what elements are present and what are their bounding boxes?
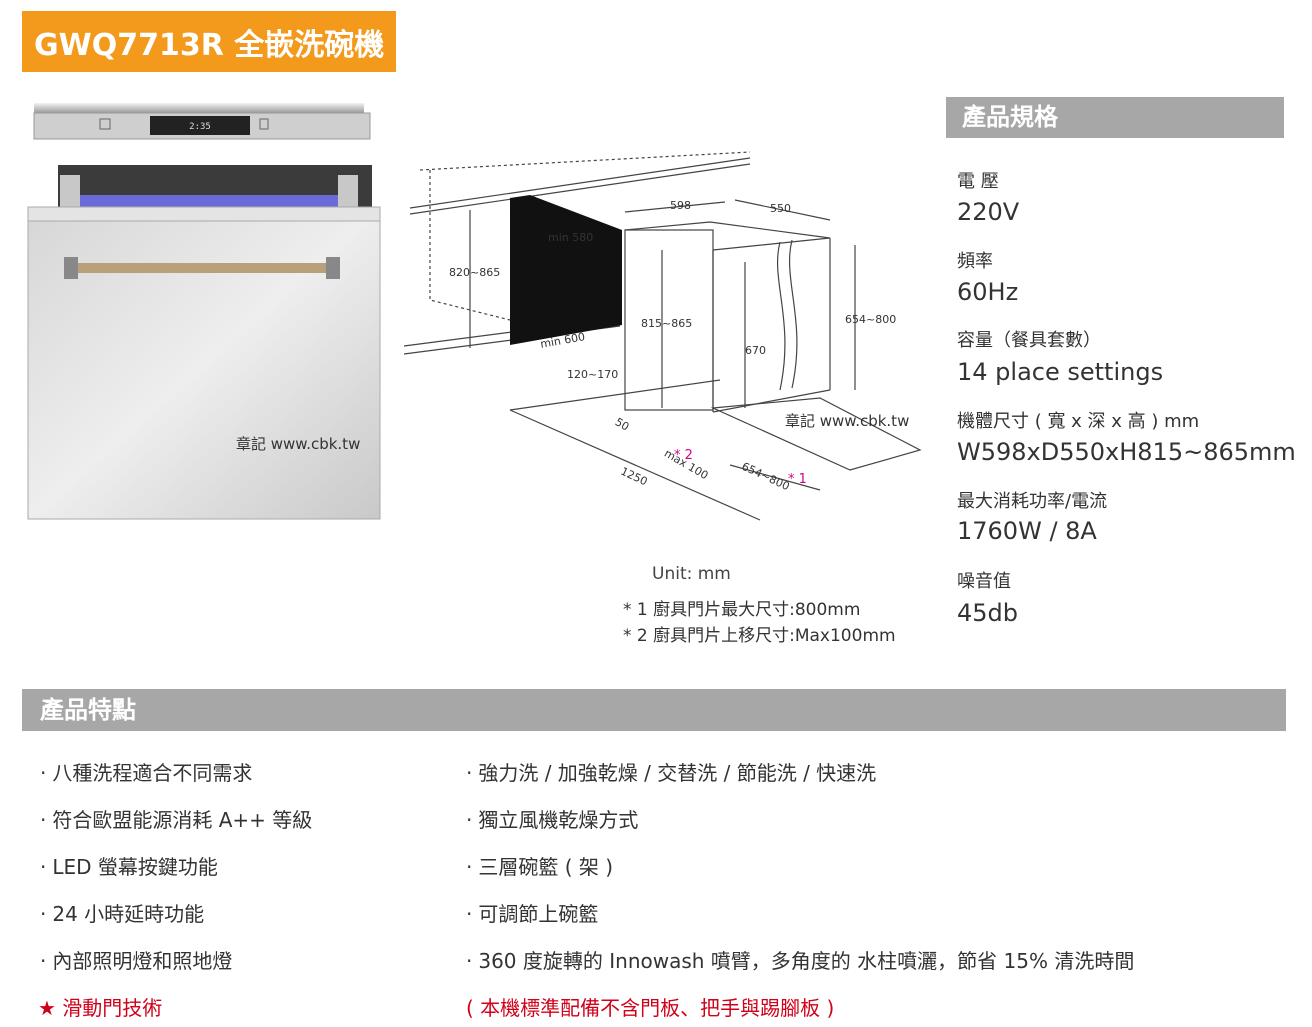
feature-sliding-door: ★ 滑動門技術	[38, 996, 163, 1020]
spec-label-noise: 噪音值	[957, 571, 1011, 592]
page-title: GWQ7713R 全嵌洗碗機	[22, 11, 397, 72]
dim-598: 598	[670, 199, 691, 212]
spec-label-power: 最大消耗功率/電流	[957, 491, 1108, 512]
feature-right-4: ·可調節上碗籃	[466, 902, 599, 926]
feature-right-1: ·強力洗 / 加強乾燥 / 交替洗 / 節能洗 / 快速洗	[466, 761, 877, 785]
spec-label-frequency: 頻率	[957, 251, 993, 272]
unit-label: Unit: mm	[652, 564, 731, 584]
feature-left-4: ·24 小時延時功能	[40, 902, 205, 926]
footnote-2: * 2 廚具門片上移尺寸:Max100mm	[623, 626, 896, 646]
features-heading: 產品特點	[22, 689, 1286, 731]
dim-min580: min 580	[548, 231, 594, 244]
dim-815-865: 815~865	[641, 317, 693, 330]
dim-654-800-vertical: 654~800	[845, 313, 897, 326]
spec-value-power: 1760W / 8A	[957, 517, 1097, 545]
specs-heading: 產品規格	[946, 97, 1284, 138]
spec-label-voltage: 電 壓	[957, 171, 999, 192]
watermark-right: 章記 www.cbk.tw	[785, 412, 910, 430]
spec-value-frequency: 60Hz	[957, 278, 1019, 306]
footnote-1: * 1 廚具門片最大尺寸:800mm	[623, 600, 861, 620]
dim-550: 550	[770, 202, 791, 215]
dim-670: 670	[745, 344, 766, 357]
feature-right-5: ·360 度旋轉的 Innowash 噴臂，多角度的 水柱噴灑，節省 15% 清…	[466, 949, 1135, 973]
feature-left-3: ·LED 螢幕按鍵功能	[40, 855, 218, 879]
watermark-left: 章記 www.cbk.tw	[236, 435, 361, 453]
footnote-marker-2: * 2	[674, 448, 693, 463]
feature-left-1: ·八種洗程適合不同需求	[40, 761, 253, 785]
feature-left-2: ·符合歐盟能源消耗 A++ 等級	[40, 808, 313, 832]
spec-value-capacity: 14 place settings	[957, 358, 1164, 386]
footnote-marker-1: * 1	[788, 472, 807, 487]
feature-right-2: ·獨立風機乾燥方式	[466, 808, 639, 832]
dim-120-170: 120~170	[567, 368, 619, 381]
display-time: 2:35	[189, 122, 211, 132]
installation-diagram	[403, 151, 922, 521]
feature-note: ( 本機標準配備不含門板、把手與踢腳板 )	[466, 996, 835, 1020]
spec-label-capacity: 容量（餐具套數）	[957, 330, 1101, 351]
feature-right-3: ·三層碗籃 ( 架 )	[466, 855, 614, 879]
spec-value-voltage: 220V	[957, 198, 1020, 226]
dishwasher-photo: 2:35	[27, 103, 381, 520]
feature-left-5: ·內部照明燈和照地燈	[40, 949, 233, 973]
spec-value-noise: 45db	[957, 599, 1019, 627]
spec-value-dimensions: W598xD550xH815~865mm	[957, 438, 1296, 466]
dim-820-865: 820~865	[449, 266, 501, 279]
spec-label-dimensions: 機體尺寸 ( 寬 x 深 x 高 ) mm	[957, 411, 1200, 432]
